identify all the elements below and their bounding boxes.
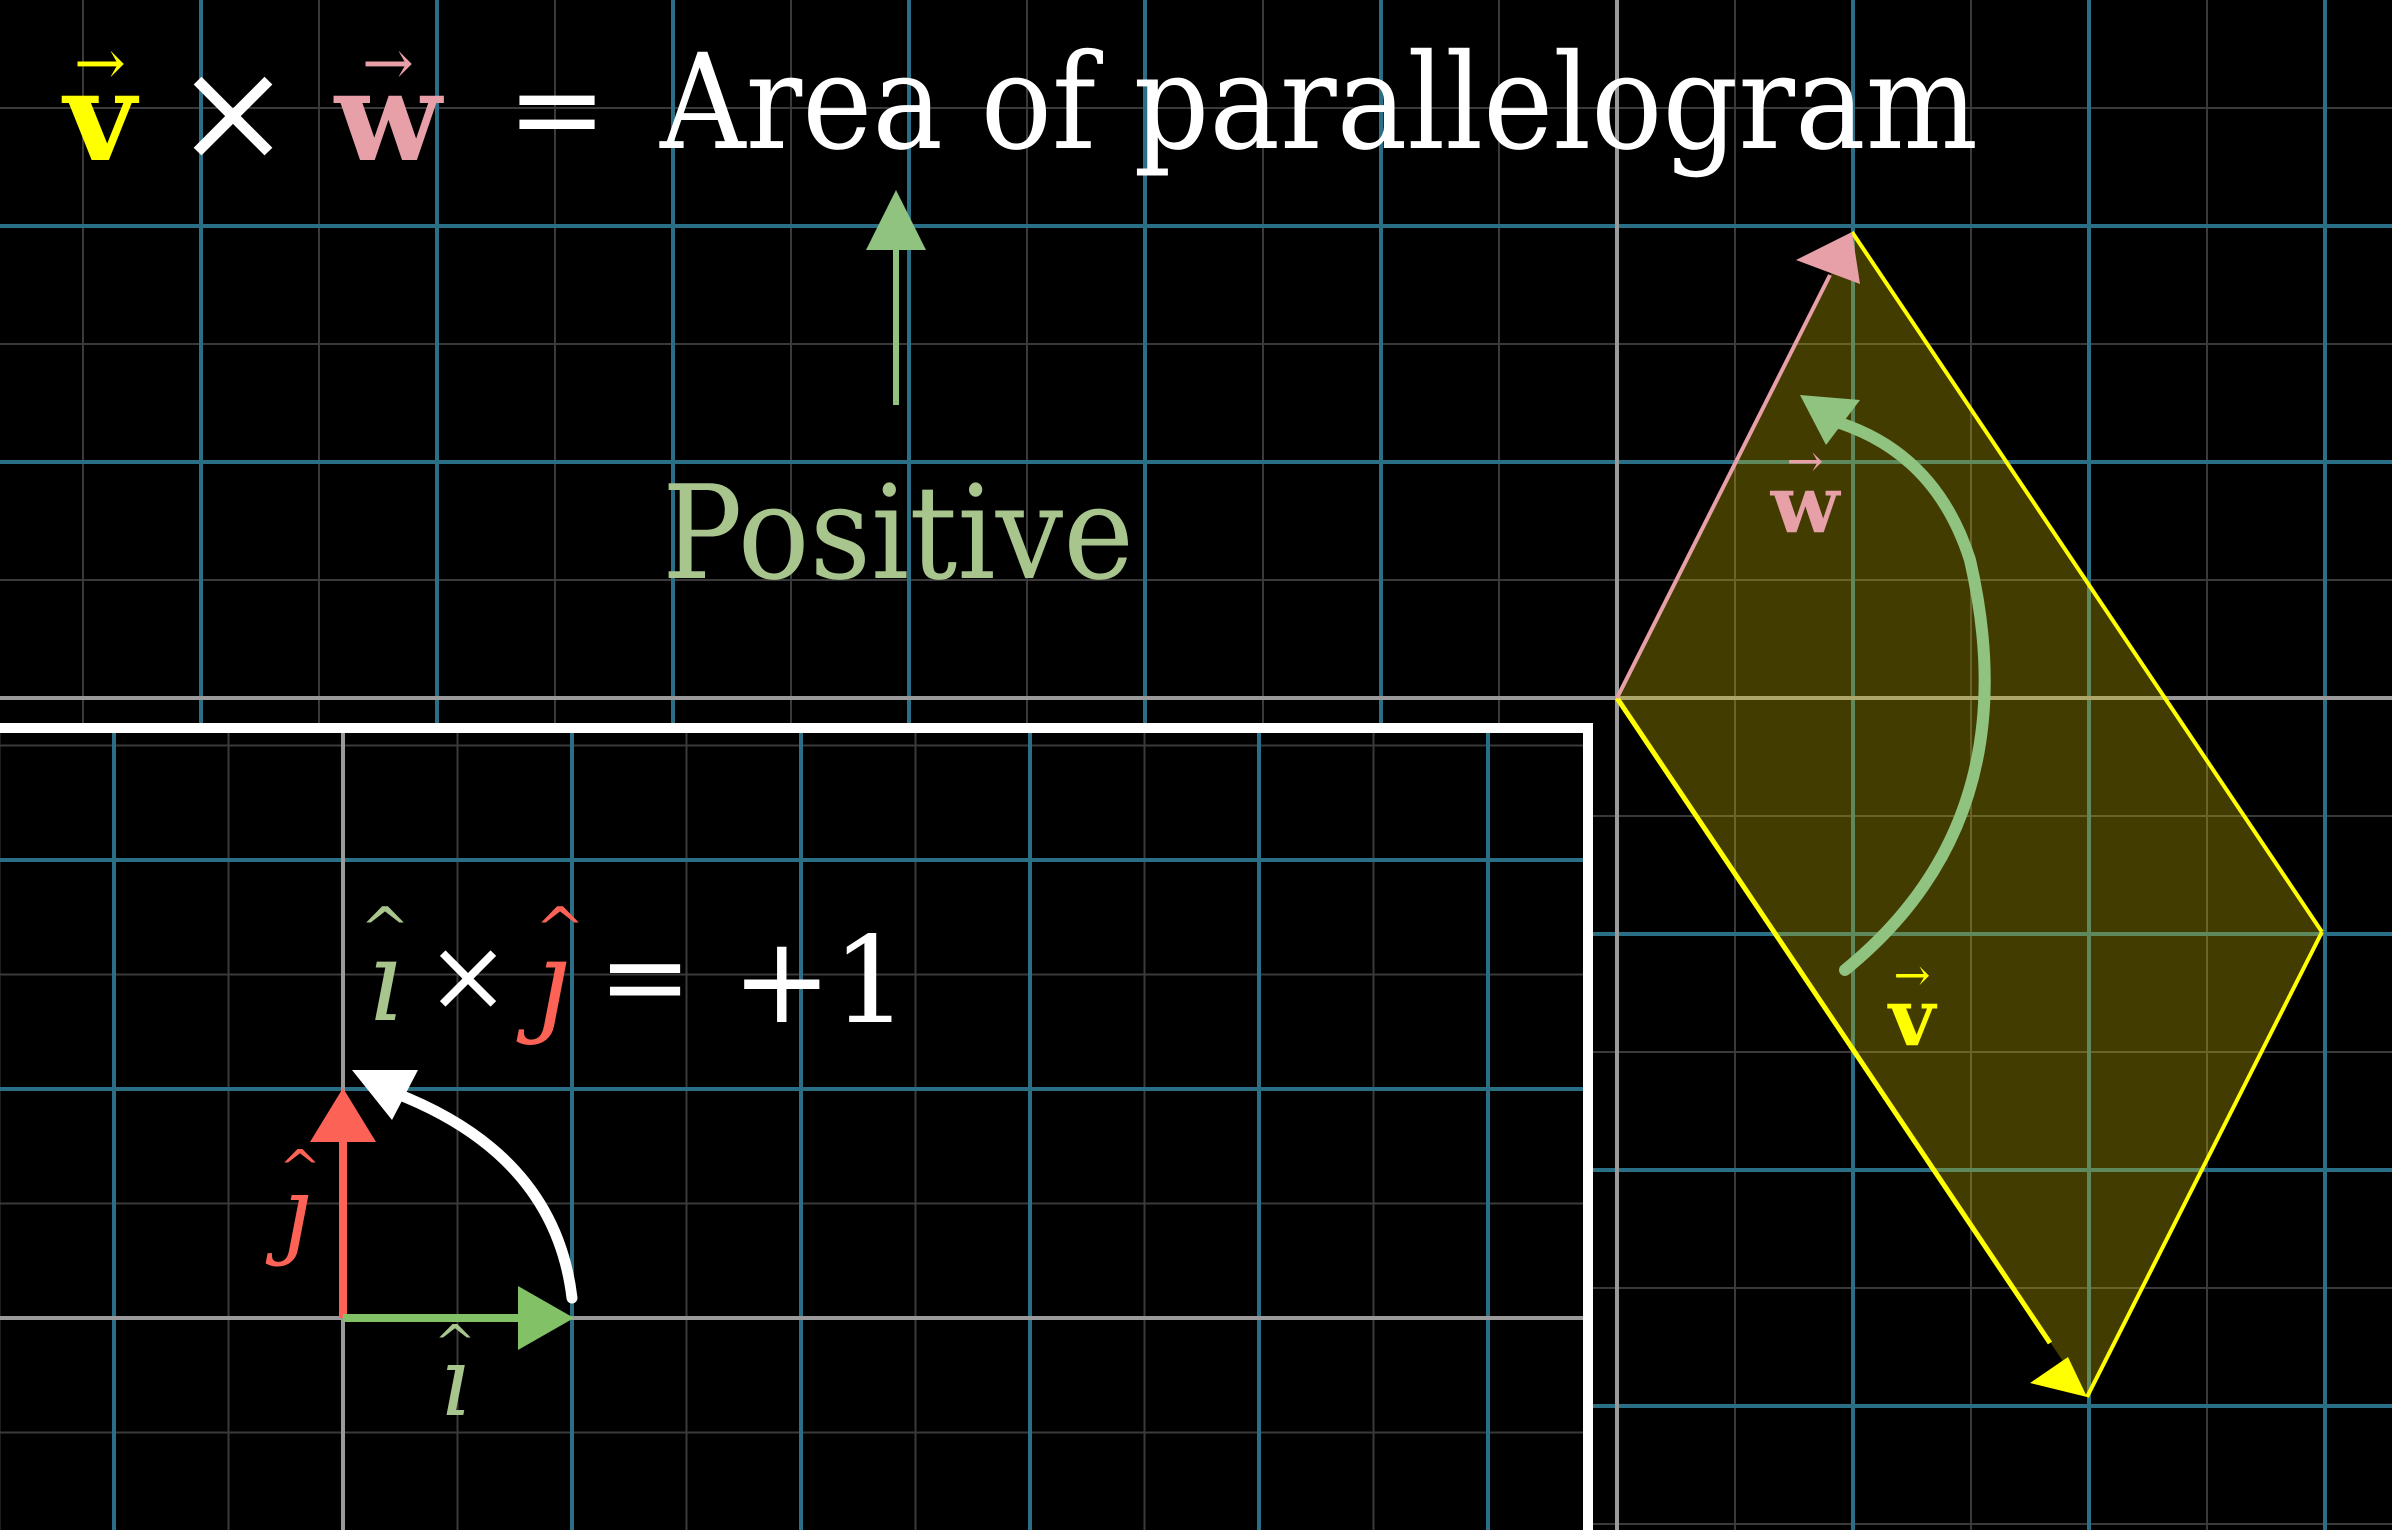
i-hat-vector-arrowhead (518, 1286, 574, 1350)
parallelogram-fill (1617, 232, 2322, 1397)
inset-equals: = (598, 912, 692, 1042)
inset-i-hat: ı (367, 917, 403, 1047)
title-cross: × (174, 31, 291, 194)
parallelogram-group: w → v → (1614, 230, 2324, 1398)
inset-cross: × (426, 917, 510, 1034)
title-w: w (333, 45, 445, 190)
i-hat-label: ı (440, 1326, 471, 1438)
j-hat-label-caret-icon: ^ (279, 1139, 321, 1197)
inset-background (0, 728, 1590, 1530)
rotation-arc-arrowhead (1800, 395, 1860, 445)
v-label-arrow-icon: → (1894, 950, 1931, 1001)
positive-label: Positive (662, 457, 1134, 609)
inset-rotation-arc (389, 1087, 578, 1304)
title-v: v (61, 45, 140, 190)
inset-i-hat-caret-icon: ^ (360, 895, 410, 965)
inset-value: +1 (732, 912, 909, 1051)
w-label-arrow-icon: → (1787, 436, 1824, 487)
parallelogram-edge-top-right (1850, 230, 2324, 934)
rotation-arc (1824, 414, 1991, 976)
inset-j-hat-caret-icon: ^ (535, 895, 585, 965)
positive-indicator: Positive (662, 190, 1134, 609)
inset-border (0, 723, 1593, 1530)
w-vector-shaft (1615, 274, 1832, 699)
title-v-arrow-icon: → (74, 26, 126, 99)
title-w-arrow-icon: → (362, 26, 414, 99)
w-vector-arrowhead (1796, 232, 1860, 284)
v-vector-arrowhead (2030, 1357, 2087, 1397)
positive-arrow-head (866, 190, 926, 250)
title-rhs: Area of parallelogram (659, 26, 1978, 180)
title-equation: v → × w → = Area of parallelogram (61, 26, 1978, 194)
v-label: v (1887, 970, 1938, 1064)
j-hat-vector-arrowhead (310, 1088, 376, 1142)
v-vector-shaft (1614, 696, 2053, 1345)
inset-rotation-arrowhead (352, 1070, 418, 1120)
inset-panel: ı ^ × ȷ ^ = +1 ȷ ^ ı ^ (0, 723, 1593, 1530)
w-label: w (1770, 457, 1842, 551)
parallelogram-edge-bottom-right (2085, 931, 2324, 1398)
title-equals: = (507, 40, 608, 179)
i-hat-label-caret-icon: ^ (434, 1314, 476, 1372)
